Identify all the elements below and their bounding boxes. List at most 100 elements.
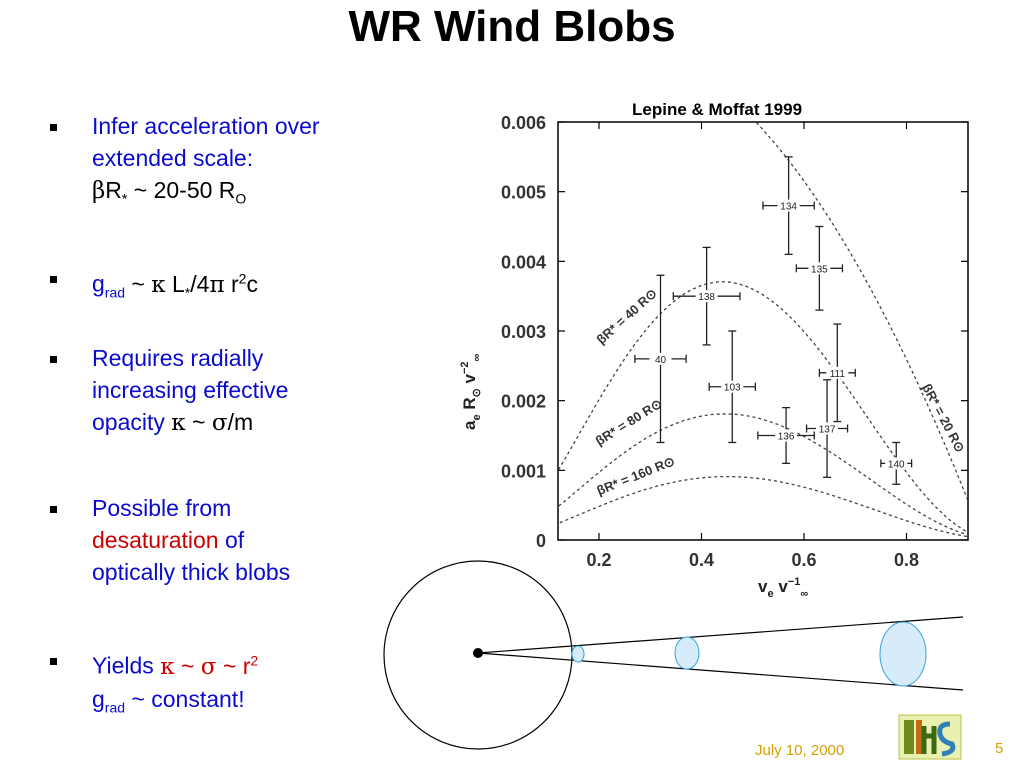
highlight-text: desaturation xyxy=(92,527,219,553)
subscript: rad xyxy=(104,699,126,716)
superscript: 2 xyxy=(238,270,247,286)
formula-part: c xyxy=(246,270,258,297)
footer-date: July 10, 2000 xyxy=(755,742,845,759)
bullet-marker xyxy=(50,356,57,363)
point-label-bg xyxy=(885,457,908,470)
point-label-bg xyxy=(695,290,718,303)
bullet-line: R xyxy=(105,177,122,203)
point-label-bg xyxy=(808,262,831,275)
x-tick-label: 0.8 xyxy=(894,550,919,570)
point-label-bg xyxy=(826,366,849,379)
model-curve xyxy=(558,475,968,538)
x-axis-label: ve v−1∞ xyxy=(758,576,808,600)
formula-part: ~ xyxy=(185,409,212,435)
subscript: rad xyxy=(104,284,126,301)
data-point-label: 136 xyxy=(778,432,795,443)
formula-part: ~ r xyxy=(216,652,251,679)
y-tick-label: 0.002 xyxy=(501,392,546,412)
star-center-dot xyxy=(473,648,483,658)
pi-symbol: π xyxy=(209,271,225,298)
formula-part: L xyxy=(165,270,185,297)
bullet-line: Requires radially xyxy=(92,345,264,371)
blob-diagram xyxy=(383,560,964,750)
bullet-line: optically thick blobs xyxy=(92,559,291,585)
formula-part: ~ constant! xyxy=(125,685,245,712)
curve-label: βR* = 160 R⊙ xyxy=(595,453,677,498)
wind-cone-upper xyxy=(477,616,964,654)
x-tick-label: 0.2 xyxy=(586,550,611,570)
data-point-label: 103 xyxy=(724,383,741,394)
formula-part: /4 xyxy=(190,270,210,297)
x-tick-label: 0.6 xyxy=(791,550,816,570)
chart-title: Lepine & Moffat 1999 xyxy=(632,100,803,119)
data-point-label: 135 xyxy=(811,264,828,275)
curve-label: βR* = 80 R⊙ xyxy=(593,396,665,449)
formula-part: ~ xyxy=(125,270,152,297)
data-point-label: 138 xyxy=(698,292,715,303)
bullet-line: Possible from xyxy=(92,495,232,521)
bullet-marker xyxy=(50,124,57,131)
wind-cone-lower xyxy=(477,652,964,691)
blob-medium xyxy=(674,636,700,670)
model-curve xyxy=(755,122,968,503)
conference-logo-icon xyxy=(898,714,962,760)
data-point-label: 134 xyxy=(780,202,797,213)
page-number: 5 xyxy=(995,740,1004,757)
point-label-bg xyxy=(721,380,744,393)
formula-part: g xyxy=(92,270,105,297)
y-tick-label: 0 xyxy=(536,531,546,551)
bullet-text: Requires radially increasing effective o… xyxy=(92,342,392,439)
y-tick-label: 0.001 xyxy=(501,461,546,481)
y-tick-label: 0.004 xyxy=(501,252,546,272)
blob-small xyxy=(571,645,585,663)
subscript: * xyxy=(121,190,128,207)
data-point-label: 137 xyxy=(819,425,836,436)
slide-title: WR Wind Blobs xyxy=(348,2,676,51)
point-label-bg xyxy=(649,352,672,365)
bullet-text: Infer acceleration over extended scale: … xyxy=(92,110,392,215)
blob-large xyxy=(879,621,927,687)
y-tick-label: 0.006 xyxy=(501,113,546,133)
bullet-text: grad ~ κ L*/4π r2c xyxy=(92,262,392,308)
bullet-line: of xyxy=(218,527,245,553)
model-curve xyxy=(558,281,968,533)
y-tick-label: 0.005 xyxy=(501,183,546,203)
y-tick-label: 0.003 xyxy=(501,322,546,342)
bullet-line: increasing effective xyxy=(92,377,289,403)
bullet-line: Yields xyxy=(92,652,161,679)
formula-part: /m xyxy=(227,409,254,435)
bullet-marker xyxy=(50,658,57,665)
bullet-line: extended scale: xyxy=(92,145,254,171)
curve-label: βR* = 40 R⊙ xyxy=(594,285,660,347)
bullet-line: ~ 20-50 R xyxy=(127,177,236,203)
model-curve xyxy=(558,413,968,536)
y-axis-label: ae R⊙ v−2∞ xyxy=(459,353,483,430)
x-tick-label: 0.4 xyxy=(689,550,714,570)
sigma-symbol: σ xyxy=(200,653,217,680)
point-label-bg xyxy=(777,199,800,212)
bullet-line: opacity xyxy=(92,409,172,435)
point-label-bg xyxy=(775,429,798,442)
data-point-label: 140 xyxy=(888,459,905,470)
subscript: O xyxy=(235,190,247,207)
bullet-text: Possible from desaturation of optically … xyxy=(92,492,392,588)
scatter-chart: βR* = 20 R⊙ βR* = 40 R⊙ βR* = 80 R⊙βR* = 1… xyxy=(459,113,969,600)
data-point-label: 111 xyxy=(830,369,846,380)
bullet-marker xyxy=(50,506,57,513)
kappa-symbol: κ xyxy=(171,410,186,436)
kappa-symbol: κ xyxy=(160,653,175,680)
subscript: * xyxy=(184,284,191,301)
bullet-line: Infer acceleration over xyxy=(92,113,320,139)
point-label-bg xyxy=(816,422,839,435)
beta-symbol: β xyxy=(92,178,106,204)
curve-label: βR* = 20 R⊙ xyxy=(919,381,968,455)
bullet-text: Yields κ ~ σ ~ r2 grad ~ constant! xyxy=(92,644,392,723)
bullet-marker xyxy=(50,276,57,283)
sigma-symbol: σ xyxy=(211,410,228,436)
kappa-symbol: κ xyxy=(151,271,166,298)
superscript: 2 xyxy=(250,652,259,668)
formula-part: g xyxy=(92,685,105,712)
formula-part: r xyxy=(224,270,239,297)
data-point-label: 40 xyxy=(655,355,667,366)
formula-part: ~ xyxy=(174,652,201,679)
